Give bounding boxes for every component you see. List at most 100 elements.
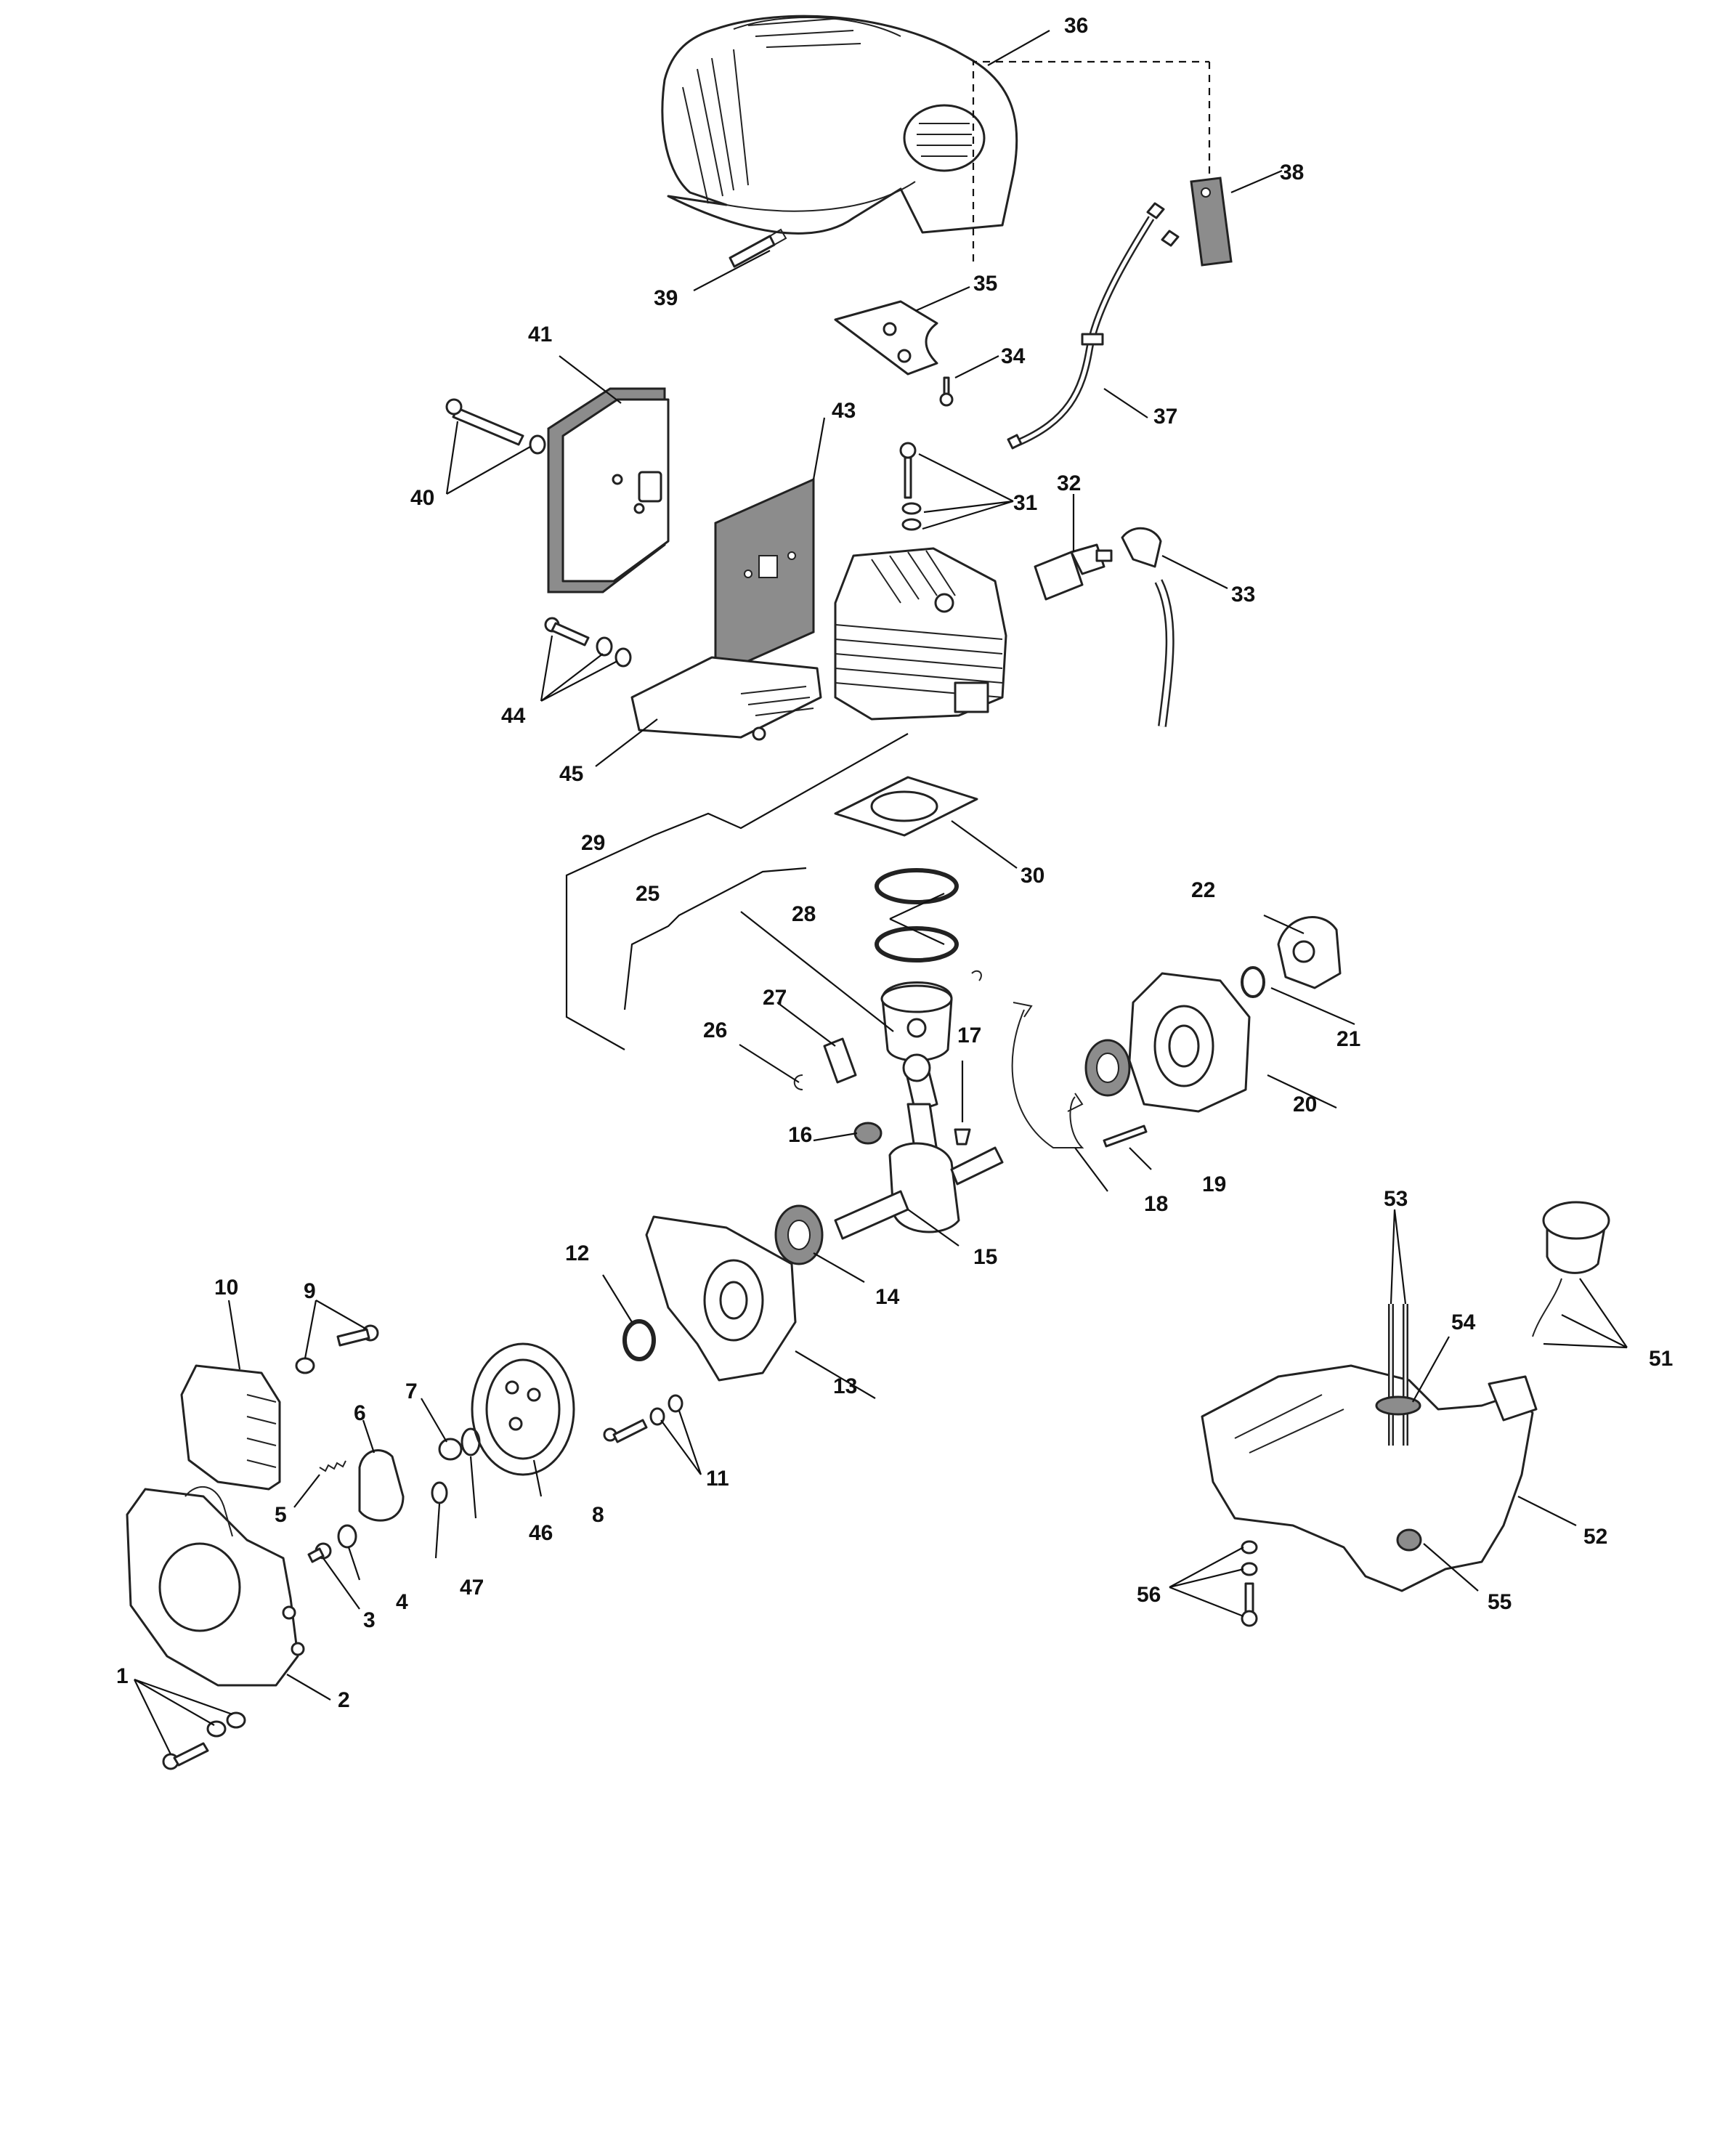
callout-32: 32 (1057, 471, 1081, 495)
callout-16: 16 (788, 1123, 812, 1147)
callout-30: 30 (1021, 864, 1044, 888)
part-fan-housing (126, 1486, 305, 1687)
part-muffler (547, 387, 670, 593)
part-ignition-module (972, 60, 1233, 267)
part-piston (880, 970, 982, 1062)
part-bracket-plate (834, 300, 938, 376)
callout-19: 19 (1202, 1172, 1226, 1196)
part-screw-34 (939, 376, 954, 407)
callout-5: 5 (275, 1503, 287, 1527)
part-pin-19 (1103, 1124, 1148, 1148)
callout-11: 11 (706, 1467, 729, 1491)
part-key (954, 1128, 971, 1146)
part-circlip (793, 1074, 803, 1090)
callout-8: 8 (592, 1503, 604, 1527)
callout-41: 41 (528, 323, 552, 346)
part-spring (319, 1460, 346, 1472)
part-crankcase-left (645, 1215, 797, 1382)
callout-3: 3 (363, 1608, 376, 1632)
callout-2: 2 (338, 1688, 350, 1712)
callout-21: 21 (1336, 1027, 1360, 1051)
callout-6: 6 (354, 1401, 366, 1425)
callout-20: 20 (1293, 1093, 1317, 1116)
callout-12: 12 (565, 1241, 589, 1265)
part-gasket-43 (714, 477, 815, 678)
callout-46: 46 (529, 1521, 553, 1545)
part-screw-3 (307, 1542, 332, 1563)
callout-28: 28 (792, 902, 816, 926)
callout-53: 53 (1384, 1187, 1408, 1211)
part-needle-bearing (853, 1122, 883, 1145)
part-crankshaft (834, 1053, 1004, 1240)
part-clutch-shoe (358, 1449, 405, 1522)
callout-1: 1 (116, 1664, 129, 1688)
callout-55: 55 (1488, 1590, 1512, 1614)
callout-13: 13 (833, 1374, 857, 1398)
part-cylinder-gasket (834, 776, 978, 837)
callout-4: 4 (396, 1590, 408, 1614)
leader-lines (134, 30, 1628, 1755)
part-screw-1 (162, 1711, 246, 1770)
callout-26: 26 (703, 1018, 727, 1042)
callout-15: 15 (973, 1245, 997, 1269)
part-fuel-lines (1375, 1304, 1422, 1552)
callout-31: 31 (1013, 491, 1037, 515)
callout-17: 17 (957, 1024, 981, 1047)
part-screw-11 (603, 1394, 683, 1443)
part-fuel-tank (1201, 1364, 1538, 1592)
callout-51: 51 (1649, 1347, 1673, 1371)
callout-47: 47 (460, 1576, 484, 1600)
part-plug-boot (1121, 527, 1175, 727)
part-screw-9 (295, 1324, 379, 1374)
callout-18: 18 (1144, 1192, 1168, 1216)
callout-38: 38 (1280, 161, 1304, 185)
part-bolts-31 (899, 442, 922, 531)
callout-52: 52 (1583, 1525, 1607, 1549)
callout-25: 25 (636, 882, 660, 906)
callout-37: 37 (1153, 405, 1177, 429)
callout-22: 22 (1191, 878, 1215, 902)
part-spark-plug (1034, 543, 1113, 601)
callout-labels: 1 2 3 4 5 6 7 8 9 10 11 12 13 14 15 16 1… (116, 14, 1673, 1712)
callout-35: 35 (973, 272, 997, 296)
part-cylinder (834, 547, 1007, 721)
part-screw-44 (544, 617, 632, 668)
part-bearing-14 (774, 1204, 824, 1265)
subassembly-brackets (565, 733, 909, 1050)
part-pump-cover (1277, 916, 1342, 989)
callout-56: 56 (1137, 1583, 1161, 1607)
callout-33: 33 (1231, 583, 1255, 607)
part-screw-56 (1241, 1540, 1258, 1627)
callout-40: 40 (410, 486, 434, 510)
part-flywheel (471, 1342, 575, 1476)
part-washer-4 (337, 1524, 357, 1549)
part-bearing-20 (1084, 1039, 1131, 1097)
part-wire (1007, 202, 1180, 450)
part-seal-plate (1011, 1002, 1084, 1148)
part-engine-cover (661, 15, 1018, 235)
callout-39: 39 (654, 286, 678, 310)
callout-43: 43 (832, 399, 856, 423)
callout-34: 34 (1001, 344, 1026, 368)
part-bolt-40 (445, 398, 546, 455)
part-piston-rings (875, 868, 959, 962)
part-o-ring-21 (1241, 966, 1265, 998)
callout-44: 44 (501, 704, 526, 728)
callout-27: 27 (763, 986, 787, 1010)
part-screw-39 (729, 228, 787, 268)
part-washer-46 (461, 1427, 481, 1456)
callout-9: 9 (304, 1279, 316, 1303)
part-air-housing (630, 656, 822, 741)
part-nut (438, 1438, 463, 1461)
callout-36: 36 (1064, 14, 1088, 38)
callout-45: 45 (559, 762, 583, 786)
part-fuel-cap (1532, 1201, 1610, 1337)
part-ignition-coil (180, 1364, 281, 1491)
part-seal-12 (622, 1319, 656, 1361)
part-washer-47 (431, 1481, 448, 1504)
callout-10: 10 (214, 1276, 238, 1300)
callout-14: 14 (875, 1285, 900, 1309)
part-crankcase-right (1128, 972, 1251, 1113)
callout-54: 54 (1451, 1310, 1476, 1334)
